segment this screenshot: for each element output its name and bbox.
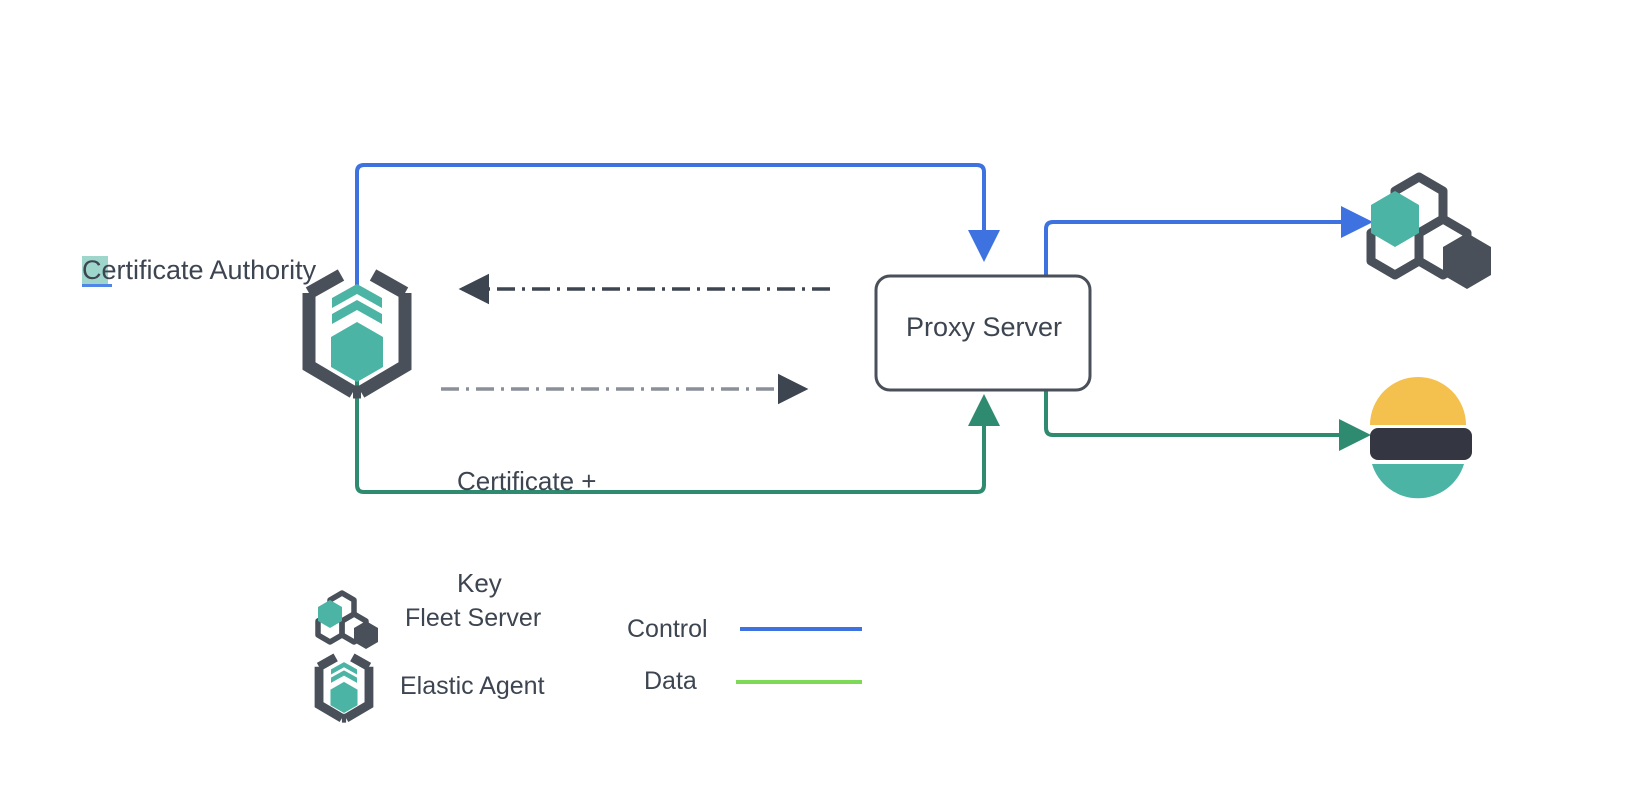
legend-item-label-fleet-server: Fleet Server — [405, 604, 542, 632]
certificate-key-line-2: Key — [457, 568, 502, 598]
certificate-authority-underline — [82, 284, 112, 287]
proxy-server-node[interactable] — [874, 274, 1092, 392]
legend-line-label-control: Control — [627, 615, 708, 643]
elastic-agent-icon — [302, 269, 412, 399]
proxy-server-label: Proxy Server — [905, 312, 1063, 342]
certificate-key-edge-label: Certificate + Key — [457, 396, 596, 668]
fleet-server-icon — [1366, 172, 1491, 289]
elasticsearch-icon — [1370, 377, 1472, 499]
certificate-authority-highlight — [82, 256, 108, 286]
legend-line-label-data: Data — [644, 667, 697, 695]
certificate-authority-label-text: Certificate Authority — [82, 255, 317, 285]
legend-item-label-elastic-agent: Elastic Agent — [400, 672, 545, 700]
legend-elastic-agent-icon — [314, 653, 374, 723]
edge-proxy-to-elasticsearch-data — [1044, 388, 1371, 451]
certificate-authority-label: Certificate Authority — [82, 252, 316, 288]
edge-proxy-to-fleet-control — [1044, 206, 1373, 278]
edge-agent-to-proxy-data — [355, 372, 1000, 494]
edge-agent-to-proxy-control — [355, 163, 1000, 292]
legend-fleet-server-icon — [315, 590, 378, 649]
certificate-key-line-1: Certificate + — [457, 466, 597, 496]
